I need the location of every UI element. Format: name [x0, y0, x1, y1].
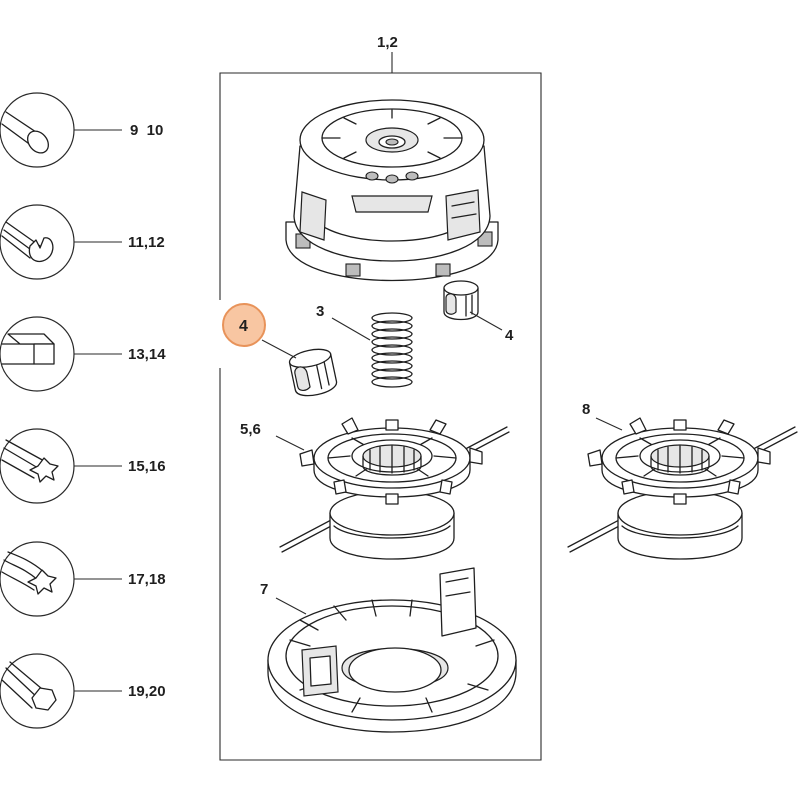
- square-line-icon: [1, 333, 55, 365]
- spring-label: 3: [316, 303, 324, 320]
- profile-twisted-label: 17,18: [128, 571, 166, 588]
- trimmer-head-cap: [285, 99, 499, 282]
- line-clip-highlighted-part: 4: [222, 303, 338, 397]
- round-line-icon: [1, 111, 49, 154]
- base-part: 7: [260, 567, 517, 733]
- spool-alt-label: 8: [582, 401, 590, 418]
- line-profile-star: 15,16: [0, 428, 166, 504]
- line-profile-twisted: 17,18: [0, 541, 166, 617]
- profile-square-label: 13,14: [128, 346, 166, 363]
- profile-notched-label: 11,12: [128, 234, 165, 251]
- profile-round-label: 9 10: [130, 122, 163, 139]
- line-clip-part: 4: [443, 280, 514, 344]
- line-profile-round: 9 10: [0, 92, 163, 168]
- spool-alt-part: 8: [567, 401, 798, 560]
- clip-leader: [469, 311, 503, 331]
- base-label: 7: [260, 581, 268, 598]
- twisted-line-icon: [1, 551, 57, 595]
- spool-alt-leader: [595, 417, 623, 431]
- assembly-frame: 1,2: [219, 34, 542, 761]
- line-profile-list: 9 10 11,12 13,14: [0, 92, 166, 729]
- base-leader: [275, 597, 307, 615]
- line-profile-serrated: 19,20: [0, 653, 166, 729]
- clip-highlight-label: 4: [239, 318, 248, 335]
- spring-part: 3: [316, 303, 413, 388]
- spring-leader: [331, 317, 371, 341]
- clip-label: 4: [505, 327, 514, 344]
- notched-line-icon: [1, 221, 54, 263]
- profile-serrated-label: 19,20: [128, 683, 166, 700]
- clip-highlight-badge: [222, 303, 266, 347]
- line-profile-square: 13,14: [0, 316, 166, 392]
- profile-star-label: 15,16: [128, 458, 166, 475]
- spool-label: 5,6: [240, 421, 261, 438]
- star-line-icon: [1, 439, 59, 483]
- clip-highlight-leader: [261, 339, 297, 359]
- line-profile-notched: 11,12: [0, 204, 165, 280]
- spool-part: 5,6: [240, 417, 510, 560]
- cap-label: 1,2: [377, 34, 398, 51]
- spool-leader: [275, 435, 305, 451]
- serrated-line-icon: [1, 661, 57, 711]
